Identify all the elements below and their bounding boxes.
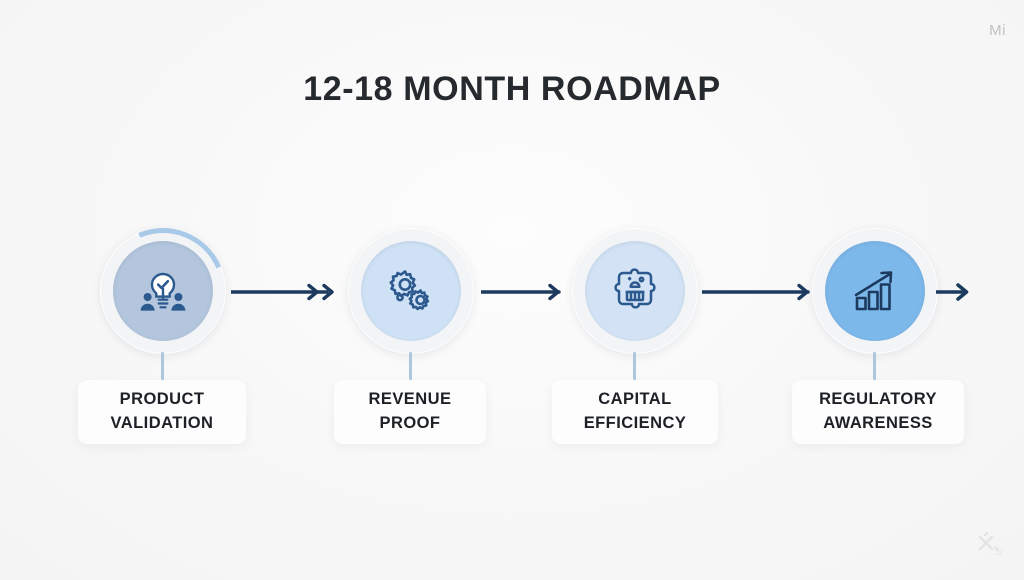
watermark-logo-icon: 12 (972, 528, 1006, 562)
bank-puzzle-icon (610, 266, 660, 316)
roadmap-label-capital-efficiency[interactable]: CAPITAL EFFICIENCY (552, 380, 718, 444)
node-stem (161, 352, 164, 380)
connector-arrow-4-terminal (936, 283, 982, 301)
label-line-1: REGULATORY (819, 390, 937, 409)
roadmap-node-capital-efficiency[interactable] (572, 228, 698, 354)
label-line-1: REVENUE (368, 390, 452, 409)
node-stem (409, 352, 412, 380)
growth-bar-chart-arrow-icon (848, 264, 902, 318)
label-line-2: VALIDATION (110, 414, 214, 432)
roadmap-node-revenue-proof[interactable] (348, 228, 474, 354)
label-line-2: AWARENESS (823, 414, 933, 432)
label-line-2: PROOF (379, 414, 441, 432)
roadmap-label-revenue-proof[interactable]: REVENUE PROOF (334, 380, 486, 444)
node-disc (113, 241, 213, 341)
watermark-top-right: Mi (989, 22, 1006, 39)
connector-arrow-2 (481, 283, 571, 301)
gears-icon (385, 265, 437, 317)
label-line-1: PRODUCT (119, 390, 205, 409)
connector-arrow-1 (231, 283, 343, 301)
lightbulb-check-people-icon (135, 263, 191, 319)
roadmap-label-product-validation[interactable]: PRODUCT VALIDATION (78, 380, 246, 444)
roadmap-node-regulatory-awareness[interactable] (812, 228, 938, 354)
page-title: 12-18 MONTH ROADMAP (303, 70, 721, 108)
label-line-2: EFFICIENCY (583, 414, 687, 432)
label-line-1: CAPITAL (598, 390, 672, 409)
node-stem (873, 352, 876, 380)
connector-arrow-3 (702, 283, 820, 301)
roadmap-label-regulatory-awareness[interactable]: REGULATORY AWARENESS (792, 380, 964, 444)
node-stem (633, 352, 636, 380)
roadmap-node-product-validation[interactable] (100, 228, 226, 354)
node-disc (825, 241, 925, 341)
node-disc (361, 241, 461, 341)
node-disc (585, 241, 685, 341)
svg-text:12: 12 (995, 550, 1003, 557)
